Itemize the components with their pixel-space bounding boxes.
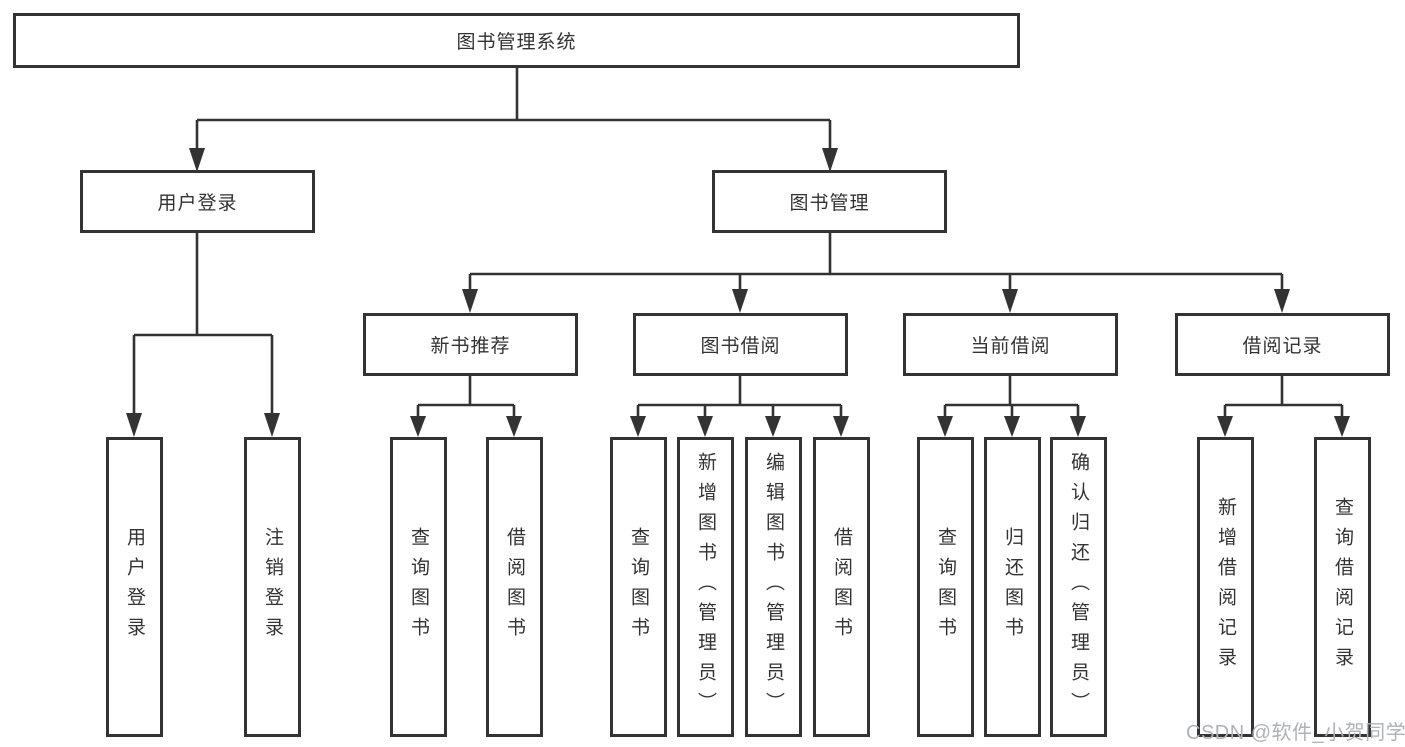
node-label: 图书借阅 xyxy=(700,336,781,357)
node-current-borrowing: 当前借阅 xyxy=(903,313,1118,376)
leaf-query-books-3: 查询图书 xyxy=(917,437,974,737)
leaf-user-login: 用户登录 xyxy=(106,437,163,737)
leaf-label: 查询图书 xyxy=(935,527,956,647)
connector-book-borrow-to-leaves xyxy=(630,376,849,437)
leaf-return-books: 归还图书 xyxy=(984,437,1041,737)
node-borrowing-records: 借阅记录 xyxy=(1175,313,1390,376)
leaf-confirm-return-admin: 确认归还（管理员） xyxy=(1050,437,1107,737)
leaf-label: 确认归还（管理员） xyxy=(1068,452,1089,722)
leaf-add-books-admin: 新增图书（管理员） xyxy=(677,437,734,737)
node-label: 新书推荐 xyxy=(430,336,511,357)
leaf-borrow-books-2: 借阅图书 xyxy=(813,437,870,737)
node-new-book-recommend: 新书推荐 xyxy=(363,313,578,376)
connector-borrow-records-to-leaves xyxy=(1217,376,1350,437)
connector-book-management-to-level3 xyxy=(462,233,1290,313)
leaf-query-books-2: 查询图书 xyxy=(610,437,667,737)
leaf-borrow-books-1: 借阅图书 xyxy=(486,437,543,737)
leaf-label: 新增借阅记录 xyxy=(1215,497,1236,677)
leaf-edit-books-admin: 编辑图书（管理员） xyxy=(745,437,802,737)
leaf-label: 编辑图书（管理员） xyxy=(763,452,784,722)
leaf-label: 借阅图书 xyxy=(831,527,852,647)
node-label: 当前借阅 xyxy=(970,336,1051,357)
leaf-label: 查询图书 xyxy=(408,527,429,647)
leaf-label: 归还图书 xyxy=(1002,527,1023,647)
node-label: 用户登录 xyxy=(157,193,238,214)
node-label: 图书管理 xyxy=(789,193,870,214)
leaf-label: 用户登录 xyxy=(124,527,145,647)
leaf-query-borrow-record: 查询借阅记录 xyxy=(1314,437,1371,737)
leaf-logout: 注销登录 xyxy=(244,437,301,737)
node-user-login: 用户登录 xyxy=(80,170,315,233)
connector-user-login-to-leaves xyxy=(126,233,280,437)
leaf-label: 借阅图书 xyxy=(504,527,525,647)
connector-new-book-to-leaves xyxy=(410,376,522,437)
leaf-label: 查询图书 xyxy=(628,527,649,647)
connector-current-borrow-to-leaves xyxy=(937,376,1086,437)
leaf-label: 新增图书（管理员） xyxy=(695,452,716,722)
node-library-management-system: 图书管理系统 xyxy=(13,13,1020,68)
csdn-watermark: CSDN @软件_小贺同学 xyxy=(1186,722,1405,744)
node-label: 借阅记录 xyxy=(1242,336,1323,357)
node-label: 图书管理系统 xyxy=(456,32,577,53)
leaf-label: 查询借阅记录 xyxy=(1332,497,1353,677)
leaf-add-borrow-record: 新增借阅记录 xyxy=(1197,437,1254,737)
leaf-label: 注销登录 xyxy=(262,527,283,647)
node-book-borrowing: 图书借阅 xyxy=(633,313,848,376)
node-book-management: 图书管理 xyxy=(712,170,947,233)
leaf-query-books-1: 查询图书 xyxy=(390,437,447,737)
connector-root-to-level2 xyxy=(189,68,838,172)
